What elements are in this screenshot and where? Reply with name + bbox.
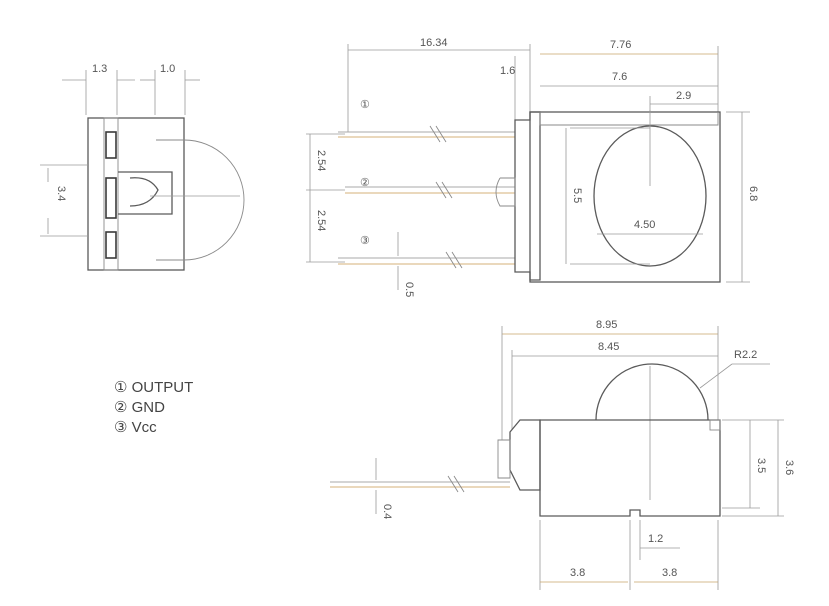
dim-tab-offset: 1.2 [648,533,663,545]
dim-bottom-length: 8.45 [598,341,619,353]
dim-body-depth-total: 7.76 [610,39,631,51]
pin-marker-2: ② [360,177,370,189]
dim-body-height: 6.8 [747,186,759,201]
dim-side-width: 1.0 [160,63,175,75]
side-view: 1.3 1.0 3.4 [40,63,245,271]
dim-side-pin-pitch: 1.3 [92,63,107,75]
dim-pin-pitch-top: 2.54 [315,150,327,171]
top-view: 16.34 1.6 7.76 7.6 2.9 ① ② ③ 2.54 [306,37,759,297]
dim-lead-length: 16.34 [420,37,448,49]
dim-body-side-height: 3.5 [755,458,767,473]
dim-lens-offset: 2.9 [676,90,691,102]
legend-item-output: ① OUTPUT [114,379,194,396]
dim-body-depth: 7.6 [612,71,627,83]
dim-lead-thickness-bottom: 0.4 [381,504,393,519]
dim-lead-thickness-top: 0.5 [403,282,415,297]
pin-marker-3: ③ [360,235,370,247]
dim-base-left: 3.8 [570,567,585,579]
legend-item-gnd: ② GND [114,399,165,416]
dim-lead-stub: 1.6 [500,65,515,77]
pin-legend: ① OUTPUT ② GND ③ Vcc [114,378,193,438]
dim-base-right: 3.8 [662,567,677,579]
bottom-view: 8.95 8.45 R2.2 0.4 3.5 3.6 [330,319,795,590]
dim-lens-radius: R2.2 [734,349,757,361]
dim-bottom-length-total: 8.95 [596,319,617,331]
legend-item-vcc: ③ Vcc [114,419,157,436]
dim-body-side-height-total: 3.6 [783,460,795,475]
dim-lens-diameter: 4.50 [634,219,655,231]
dim-lens-height: 5.5 [571,188,583,203]
dim-pin-pitch-bottom: 2.54 [315,210,327,231]
dim-side-height: 3.4 [55,186,67,201]
pin-marker-1: ① [360,99,370,111]
